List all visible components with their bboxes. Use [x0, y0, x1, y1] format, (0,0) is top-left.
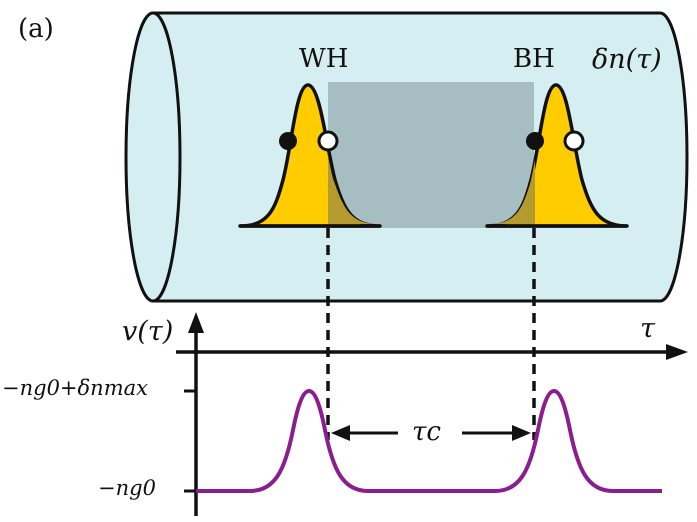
- tau-c-arrowhead-left: [331, 425, 350, 441]
- x-axis-arrowhead: [666, 344, 688, 360]
- bh-white-particle: [563, 130, 585, 152]
- y-tick-top-label: −ng0+δnmax: [2, 376, 148, 400]
- fiber-left-end: [124, 11, 182, 303]
- y-axis-arrowhead: [188, 312, 204, 333]
- y-tick-bottom-label: −ng0: [98, 476, 156, 500]
- tau-c-arrowhead-right: [512, 425, 531, 441]
- white-hole-shaded-tail: [328, 155, 378, 224]
- bh-black-particle: [526, 132, 544, 150]
- wh-black-particle: [279, 132, 297, 150]
- velocity-curve: [196, 388, 662, 493]
- white-hole-label: WH: [299, 44, 349, 74]
- x-axis-label: τ: [640, 313, 655, 344]
- fiber-label-text: δn(τ): [592, 44, 662, 75]
- y-axis-label: v(τ): [122, 316, 174, 347]
- black-hole-shaded-tail: [489, 160, 535, 224]
- white-hole-pulse: [238, 83, 382, 228]
- horizon-region: [328, 82, 534, 228]
- fiber-label: δn(τ): [592, 44, 662, 75]
- interval-label: τc: [412, 417, 441, 447]
- panel-label: (a): [18, 14, 54, 44]
- black-hole-label: BH: [513, 44, 555, 74]
- wh-white-particle: [317, 130, 339, 152]
